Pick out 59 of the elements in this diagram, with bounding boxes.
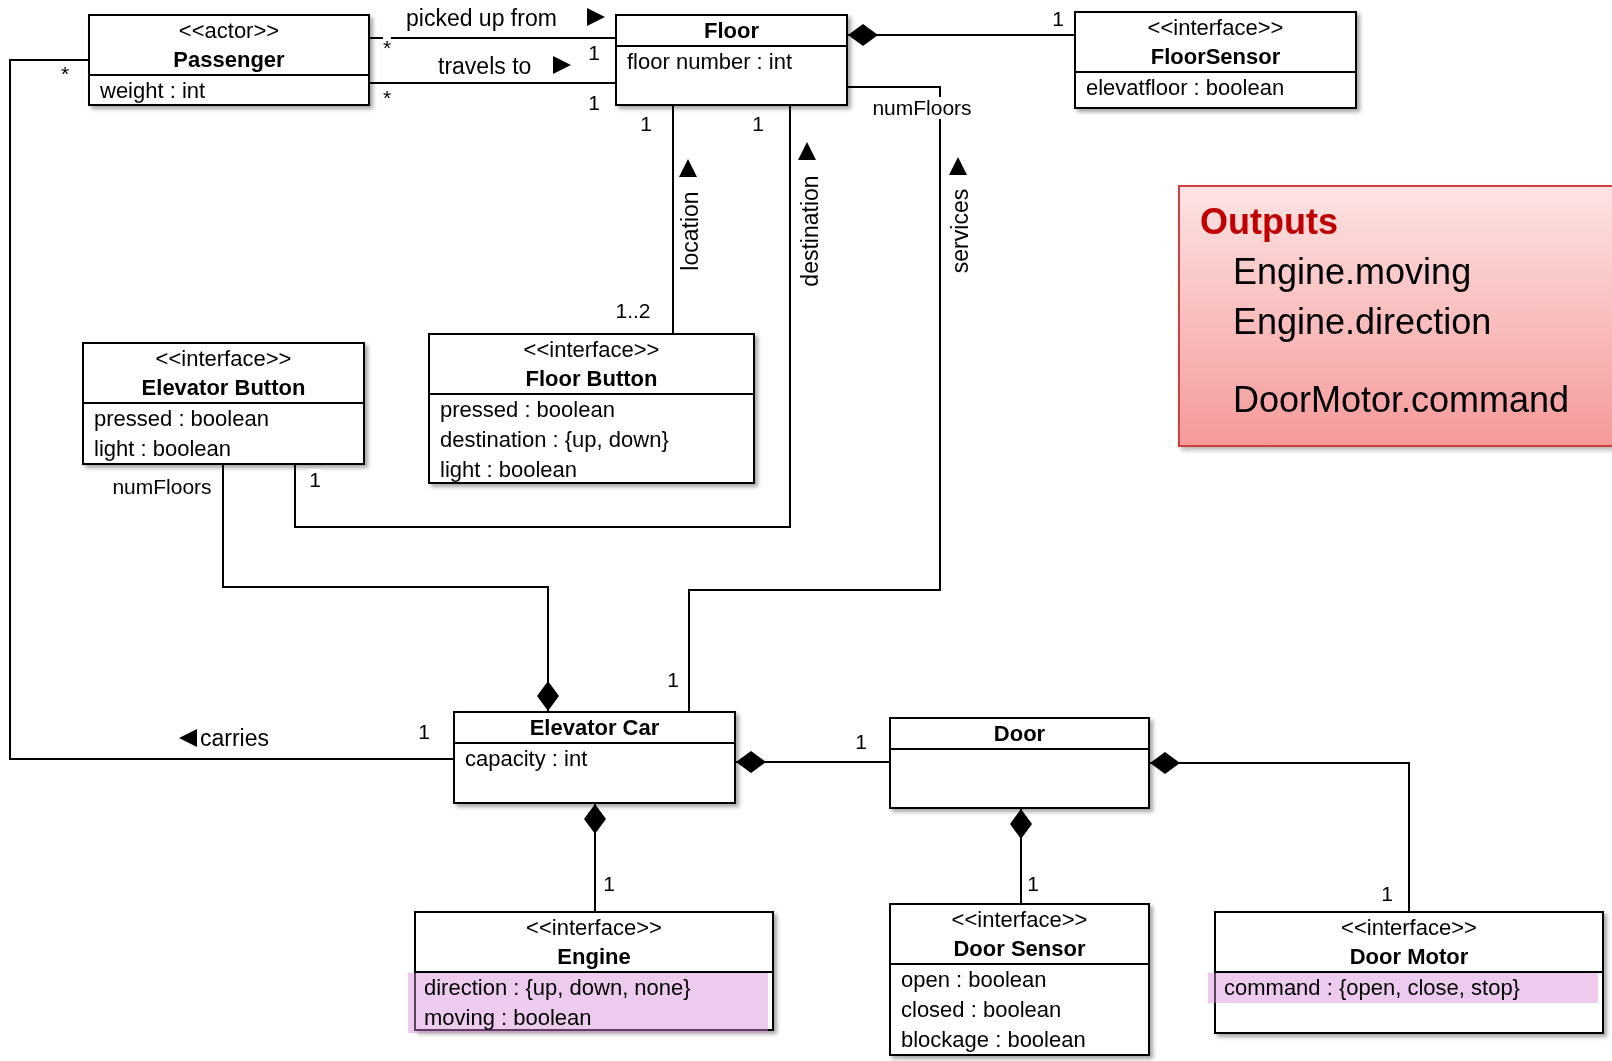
composition-line <box>222 464 559 712</box>
stereotype-text: <<interface>> <box>525 914 663 942</box>
stereotype-text: <<actor>> <box>177 17 281 45</box>
stereotype-text: <<interface>> <box>1340 914 1478 942</box>
attribute-text: direction : {up, down, none} <box>408 973 768 1003</box>
attribute-text: capacity : int <box>464 745 589 773</box>
class-name: FloorSensor <box>1149 43 1282 71</box>
class-name: Door Motor <box>1348 943 1470 971</box>
composition-line <box>1010 808 1032 904</box>
attribute-text: pressed : boolean <box>93 405 270 433</box>
attribute-text: command : {open, close, stop} <box>1208 973 1598 1003</box>
class-name: Passenger <box>172 46 286 74</box>
class-name: Elevator Button <box>140 374 307 402</box>
class-name: Floor Button <box>524 365 659 393</box>
attribute-text: weight : int <box>99 77 207 105</box>
attribute-text: blockage : boolean <box>900 1026 1087 1054</box>
attribute-text: elevatfloor : boolean <box>1085 74 1286 102</box>
association-line <box>688 86 941 712</box>
note-title: Outputs <box>1200 200 1339 244</box>
class-box <box>453 711 736 804</box>
association-line <box>369 82 616 84</box>
edge-label: picked up from <box>404 6 559 30</box>
class-name: Door Sensor <box>952 935 1087 963</box>
class-box <box>428 333 755 484</box>
composition-line <box>584 803 606 912</box>
note-text: DoorMotor.command <box>1232 378 1571 422</box>
attribute-text: open : boolean <box>900 966 1048 994</box>
class-box <box>88 14 370 106</box>
attribute-text: moving : boolean <box>408 1003 768 1033</box>
class-name: Door <box>992 720 1047 748</box>
association-line <box>369 37 616 39</box>
attribute-text: closed : boolean <box>900 996 1063 1024</box>
association-line <box>672 105 674 334</box>
stereotype-text: <<interface>> <box>1146 14 1285 42</box>
stereotype-text: <<interface>> <box>950 906 1089 934</box>
association-line <box>294 105 791 528</box>
association-line <box>9 59 454 760</box>
class-name: Floor <box>703 17 760 45</box>
stereotype-text: <<interface>> <box>522 336 661 364</box>
class-name: Elevator Car <box>528 714 661 742</box>
class-box <box>615 14 848 106</box>
note-text: Engine.moving <box>1232 250 1473 294</box>
attribute-text: light : boolean <box>439 456 578 484</box>
note-text: Engine.direction <box>1232 300 1493 344</box>
attribute-text: pressed : boolean <box>439 396 616 424</box>
composition-line <box>1149 752 1410 912</box>
attribute-text: destination : {up, down} <box>439 426 670 454</box>
role-label: numFloors <box>872 97 972 119</box>
note-box <box>1178 185 1612 447</box>
class-box <box>889 717 1150 809</box>
class-box <box>889 903 1150 1056</box>
class-box <box>1074 11 1357 109</box>
attribute-text: light : boolean <box>93 435 232 463</box>
class-name: Engine <box>556 943 632 971</box>
composition-line <box>735 751 890 773</box>
attribute-text: floor number : int <box>626 48 794 76</box>
class-box <box>82 342 365 465</box>
composition-line <box>847 24 1075 46</box>
stereotype-text: <<interface>> <box>154 345 293 373</box>
